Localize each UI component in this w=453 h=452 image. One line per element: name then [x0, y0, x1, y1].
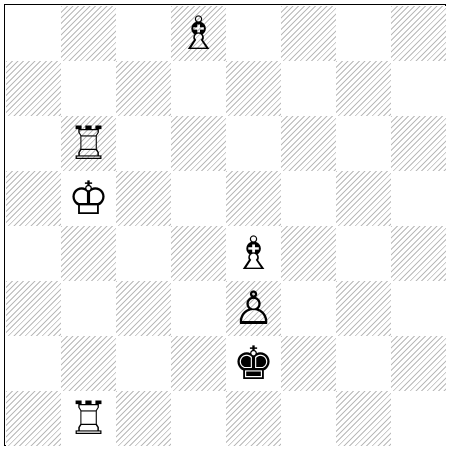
- square-d7[interactable]: [171, 61, 226, 116]
- square-e4[interactable]: ♗: [226, 226, 281, 281]
- chess-board[interactable]: ♗♖♔♗♙♚♖: [6, 6, 446, 446]
- square-d6[interactable]: [171, 116, 226, 171]
- square-d5[interactable]: [171, 171, 226, 226]
- square-b2[interactable]: [61, 336, 116, 391]
- square-e6[interactable]: [226, 116, 281, 171]
- square-d2[interactable]: [171, 336, 226, 391]
- square-h7[interactable]: [391, 61, 446, 116]
- square-f6[interactable]: [281, 116, 336, 171]
- square-e7[interactable]: [226, 61, 281, 116]
- white-pawn-piece[interactable]: ♙: [226, 281, 281, 336]
- square-h4[interactable]: [391, 226, 446, 281]
- square-g5[interactable]: [336, 171, 391, 226]
- white-king-piece[interactable]: ♔: [61, 171, 116, 226]
- square-g8[interactable]: [336, 6, 391, 61]
- square-f7[interactable]: [281, 61, 336, 116]
- square-b3[interactable]: [61, 281, 116, 336]
- square-f2[interactable]: [281, 336, 336, 391]
- square-h2[interactable]: [391, 336, 446, 391]
- square-c4[interactable]: [116, 226, 171, 281]
- square-h8[interactable]: [391, 6, 446, 61]
- white-bishop-piece[interactable]: ♗: [171, 6, 226, 61]
- square-e5[interactable]: [226, 171, 281, 226]
- square-c2[interactable]: [116, 336, 171, 391]
- square-b1[interactable]: ♖: [61, 391, 116, 446]
- square-h3[interactable]: [391, 281, 446, 336]
- square-b6[interactable]: ♖: [61, 116, 116, 171]
- square-g1[interactable]: [336, 391, 391, 446]
- white-bishop-piece[interactable]: ♗: [226, 226, 281, 281]
- square-a6[interactable]: [6, 116, 61, 171]
- square-g2[interactable]: [336, 336, 391, 391]
- square-c1[interactable]: [116, 391, 171, 446]
- square-f1[interactable]: [281, 391, 336, 446]
- square-b5[interactable]: ♔: [61, 171, 116, 226]
- square-h6[interactable]: [391, 116, 446, 171]
- square-f5[interactable]: [281, 171, 336, 226]
- square-g4[interactable]: [336, 226, 391, 281]
- square-f8[interactable]: [281, 6, 336, 61]
- square-b7[interactable]: [61, 61, 116, 116]
- square-a1[interactable]: [6, 391, 61, 446]
- square-e3[interactable]: ♙: [226, 281, 281, 336]
- square-d8[interactable]: ♗: [171, 6, 226, 61]
- square-a4[interactable]: [6, 226, 61, 281]
- square-d1[interactable]: [171, 391, 226, 446]
- white-rook-piece[interactable]: ♖: [61, 391, 116, 446]
- square-a5[interactable]: [6, 171, 61, 226]
- square-h1[interactable]: [391, 391, 446, 446]
- square-b4[interactable]: [61, 226, 116, 281]
- square-d3[interactable]: [171, 281, 226, 336]
- square-e2[interactable]: ♚: [226, 336, 281, 391]
- square-a8[interactable]: [6, 6, 61, 61]
- square-c8[interactable]: [116, 6, 171, 61]
- square-a7[interactable]: [6, 61, 61, 116]
- square-c5[interactable]: [116, 171, 171, 226]
- square-a3[interactable]: [6, 281, 61, 336]
- square-b8[interactable]: [61, 6, 116, 61]
- square-g6[interactable]: [336, 116, 391, 171]
- square-c7[interactable]: [116, 61, 171, 116]
- white-rook-piece[interactable]: ♖: [61, 116, 116, 171]
- square-f4[interactable]: [281, 226, 336, 281]
- square-g3[interactable]: [336, 281, 391, 336]
- square-f3[interactable]: [281, 281, 336, 336]
- square-a2[interactable]: [6, 336, 61, 391]
- square-c3[interactable]: [116, 281, 171, 336]
- square-e8[interactable]: [226, 6, 281, 61]
- square-e1[interactable]: [226, 391, 281, 446]
- square-c6[interactable]: [116, 116, 171, 171]
- square-d4[interactable]: [171, 226, 226, 281]
- square-h5[interactable]: [391, 171, 446, 226]
- black-king-piece[interactable]: ♚: [226, 336, 281, 391]
- square-g7[interactable]: [336, 61, 391, 116]
